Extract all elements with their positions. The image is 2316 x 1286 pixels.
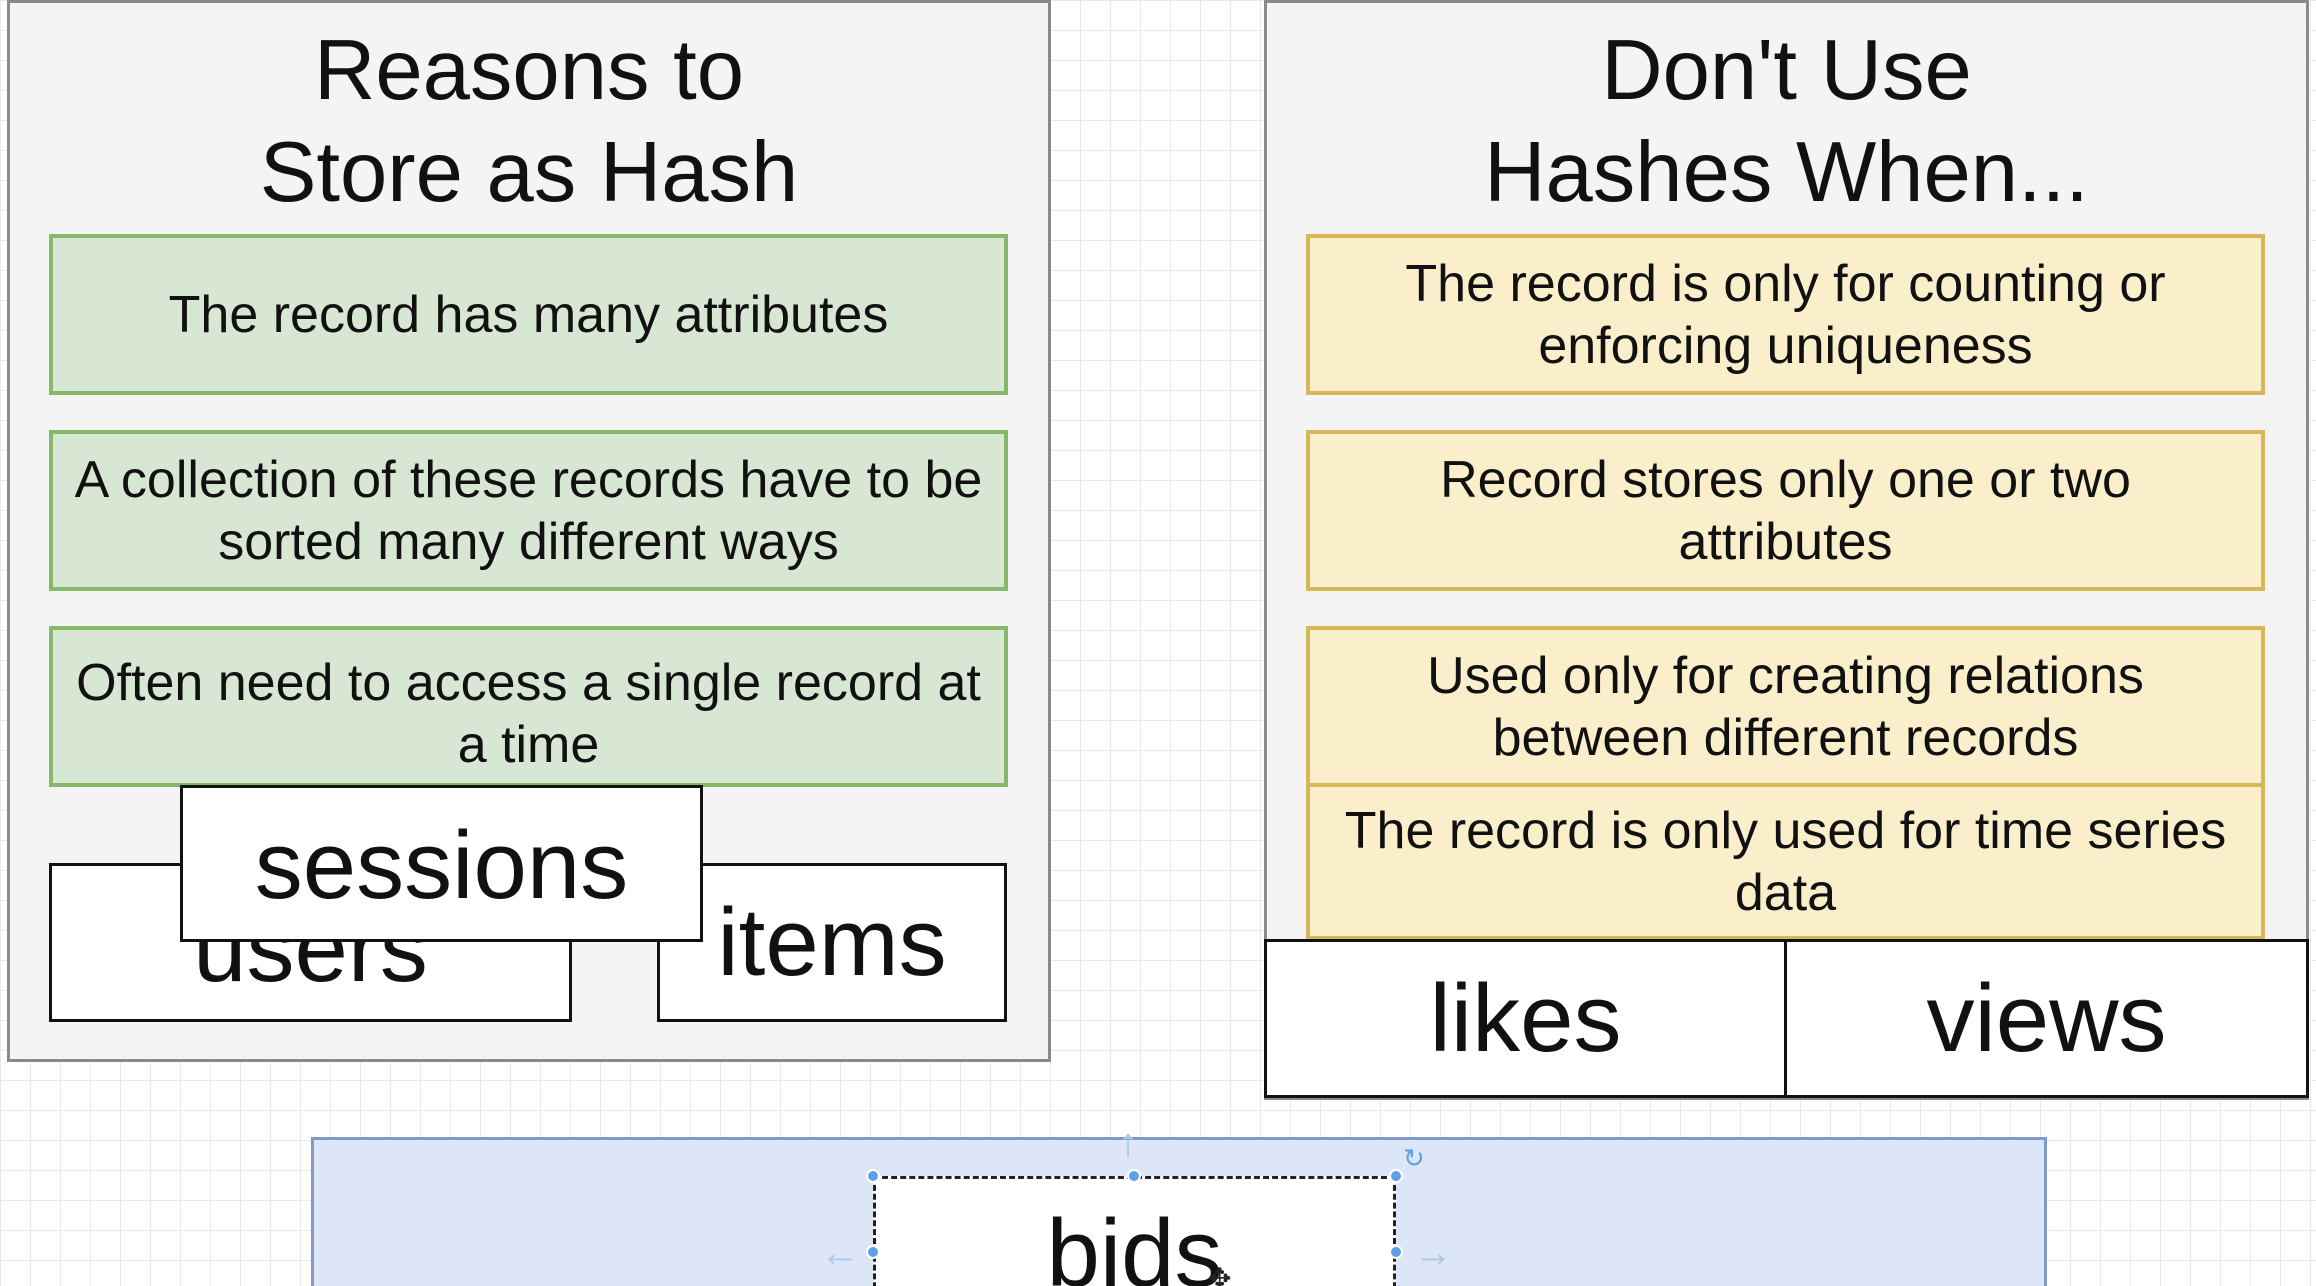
likes-key-label: likes [1429, 964, 1622, 1072]
dont-use-card-1[interactable]: The record is only for counting or enfor… [1306, 234, 2265, 395]
reasons-panel-title-line2: Store as Hash [259, 125, 799, 220]
resize-handle-top-left[interactable] [866, 1169, 880, 1183]
move-up-arrow-icon[interactable]: ↑ [1118, 1121, 1138, 1165]
bids-key-box[interactable]: bids [873, 1176, 1396, 1286]
views-key-box[interactable]: views [1784, 939, 2309, 1098]
move-cursor-icon: ✥ [1208, 1263, 1232, 1286]
resize-handle-right-middle[interactable] [1389, 1245, 1403, 1259]
dont-use-card-4[interactable]: The record is only used for time series … [1306, 783, 2265, 940]
resize-handle-top-middle[interactable] [1127, 1169, 1141, 1183]
sessions-key-label: sessions [254, 812, 629, 919]
likes-key-box[interactable]: likes [1264, 939, 1787, 1098]
sessions-key-box[interactable]: sessions [180, 785, 703, 942]
items-key-box[interactable]: items [657, 863, 1007, 1022]
dont-use-panel-title-line1: Don't Use [1601, 23, 1972, 118]
dont-use-panel-title-line2: Hashes When... [1484, 125, 2089, 220]
reason-card-1[interactable]: The record has many attributes [49, 234, 1008, 395]
dont-use-card-3[interactable]: Used only for creating relations between… [1306, 626, 2265, 787]
move-left-arrow-icon[interactable]: ← [820, 1231, 860, 1275]
reason-card-3[interactable]: Often need to access a single record at … [49, 626, 1008, 787]
resize-handle-left-middle[interactable] [866, 1245, 880, 1259]
dont-use-card-2[interactable]: Record stores only one or two attributes [1306, 430, 2265, 591]
move-right-arrow-icon[interactable]: → [1413, 1231, 1453, 1275]
items-key-label: items [717, 888, 947, 996]
views-key-label: views [1926, 964, 2167, 1072]
resize-handle-top-right[interactable] [1389, 1169, 1403, 1183]
reasons-panel-title-line1: Reasons to [314, 23, 744, 118]
reason-card-2[interactable]: A collection of these records have to be… [49, 430, 1008, 591]
bids-key-label: bids [1046, 1200, 1223, 1286]
rotate-handle-icon[interactable]: ↻ [1403, 1143, 1425, 1173]
